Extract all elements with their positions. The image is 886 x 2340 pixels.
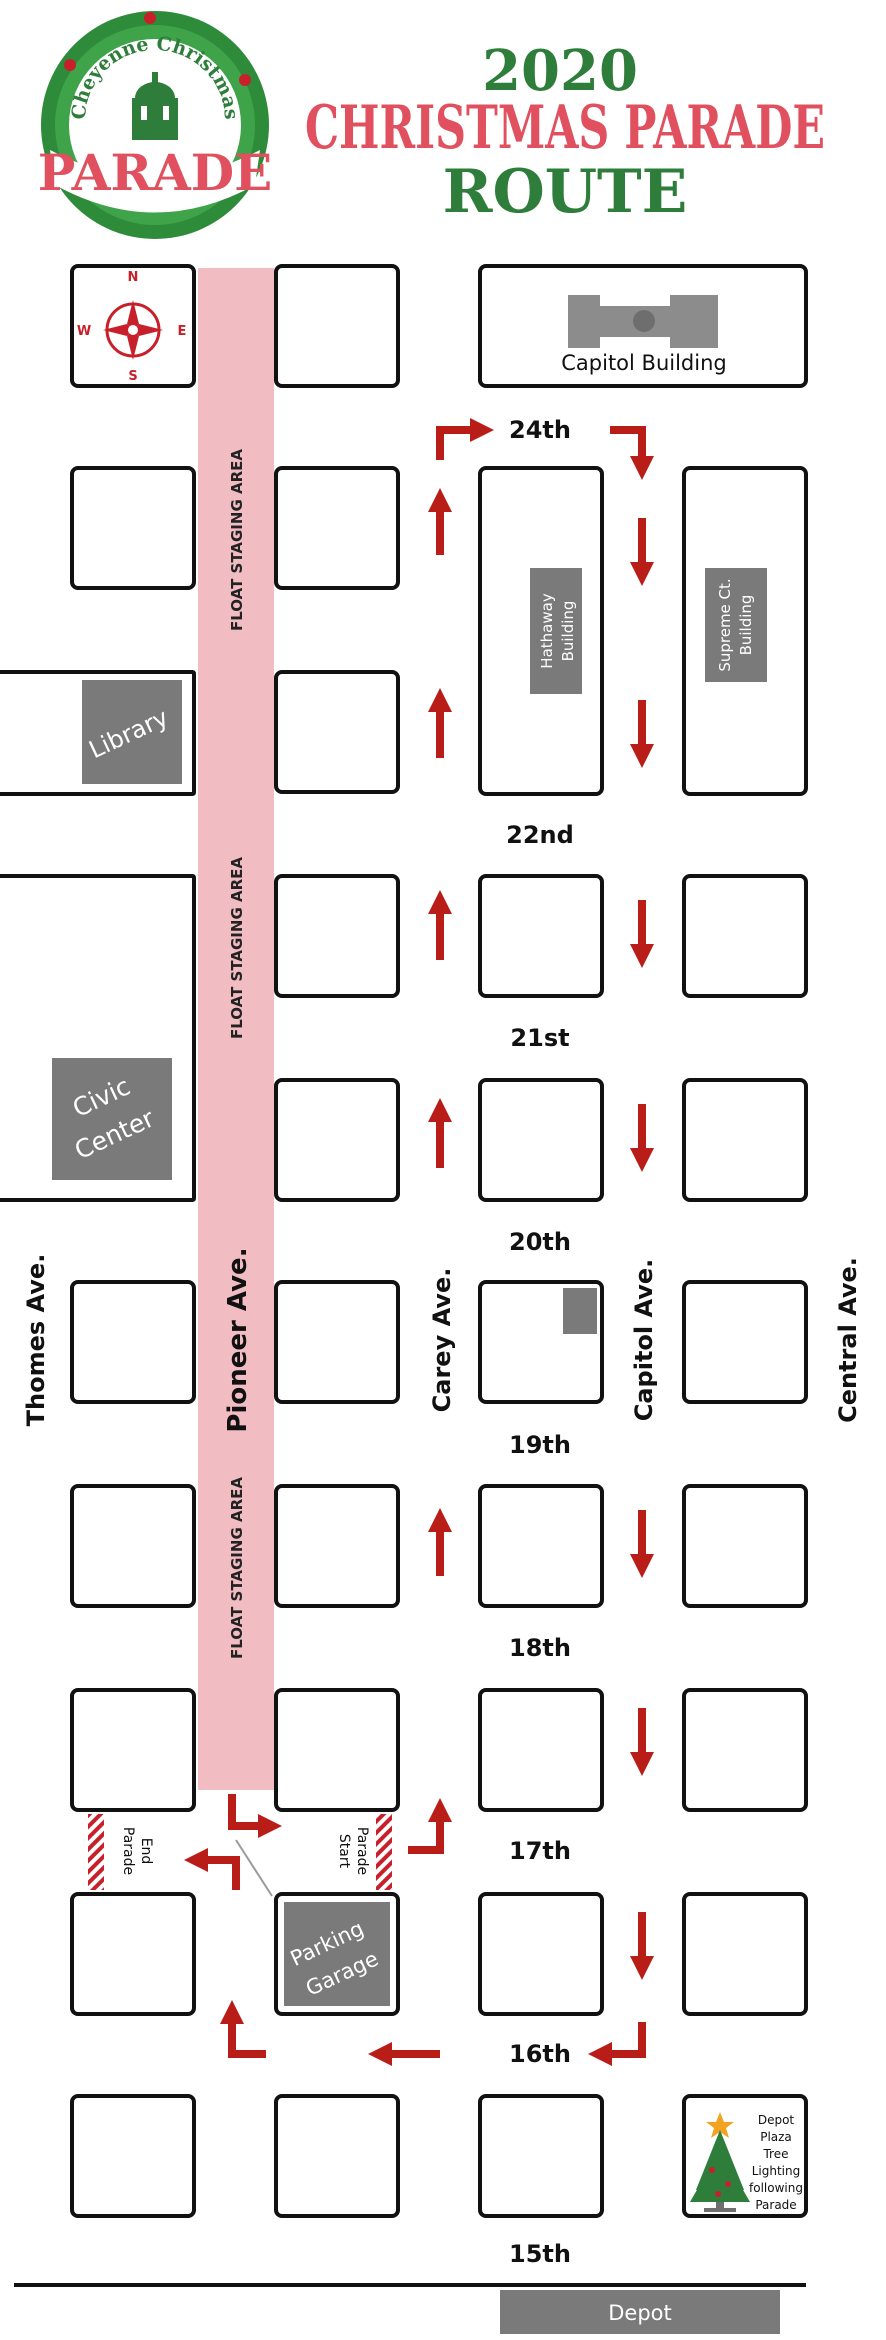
avenue-label-carey: Carey Ave. [428, 1268, 456, 1413]
staging-label: FLOAT STAGING AREA [228, 857, 246, 1039]
street-label-24th: 24th [509, 416, 571, 444]
city-block [478, 2094, 604, 2218]
capitol-building-label: Capitol Building [561, 351, 726, 375]
avenue-label-capitol: Capitol Ave. [630, 1259, 658, 1422]
street-label-15th: 15th [509, 2240, 571, 2268]
city-block [274, 1484, 400, 1608]
title-line2: ROUTE [443, 157, 688, 227]
christmas-tree-icon [690, 2112, 750, 2212]
svg-text:N: N [128, 270, 139, 285]
svg-text:Tree: Tree [762, 2147, 788, 2161]
route-arrow [588, 2022, 646, 2066]
hathaway-label: Hathaway [538, 593, 556, 669]
parade-logo: Cheyenne Christmas PARADE [38, 11, 273, 239]
civic-center-building [52, 1058, 172, 1180]
parade-start-zone [376, 1814, 392, 1890]
street-label-20th: 20th [509, 1228, 571, 1256]
depot-label: Depot [608, 2301, 672, 2325]
parade-end-label: End [138, 1838, 154, 1865]
avenue-label-central: Central Ave. [834, 1257, 862, 1423]
city-block [274, 874, 400, 998]
parade-start-label: Start [336, 1834, 352, 1869]
supreme-ct-label: Supreme Ct. [716, 578, 734, 671]
route-arrow [610, 426, 654, 480]
city-block [274, 264, 400, 388]
logo-banner [50, 150, 260, 213]
city-block [478, 1892, 604, 2016]
city-block [274, 670, 400, 794]
holly-berry-icon [239, 74, 251, 86]
parade-end-zone [88, 1814, 104, 1890]
parade-route [184, 418, 654, 2066]
svg-text:E: E [178, 324, 187, 339]
small-building [563, 1288, 597, 1334]
street-label-18th: 18th [509, 1634, 571, 1662]
svg-text:Lighting: Lighting [752, 2164, 801, 2178]
city-block [682, 1484, 808, 1608]
depot-plaza-note: Depot Plaza Tree Lighting following Para… [749, 2113, 803, 2212]
city-block [478, 1688, 604, 1812]
avenue-label-pioneer: Pioneer Ave. [223, 1247, 253, 1432]
route-arrow [184, 1848, 240, 1890]
parking-garage [284, 1902, 390, 2006]
title-line1: CHRISTMAS PARADE [305, 93, 825, 163]
route-arrow [408, 1798, 452, 1854]
staging-label: FLOAT STAGING AREA [228, 1477, 246, 1659]
city-block [274, 1078, 400, 1202]
capitol-building-icon [568, 295, 718, 348]
city-block [70, 1892, 196, 2016]
library-building [82, 680, 182, 784]
float-staging-area [198, 268, 274, 1790]
hathaway-building [530, 568, 582, 694]
parade-end-label: Parade [120, 1827, 136, 1875]
supreme-ct-label: Building [737, 595, 755, 656]
city-block [70, 1484, 196, 1608]
street-label-19th: 19th [509, 1431, 571, 1459]
svg-text:W: W [77, 324, 91, 339]
capitol-dome-icon [132, 72, 178, 140]
street-label-21st: 21st [510, 1024, 569, 1052]
city-block [682, 1892, 808, 2016]
depot-building [500, 2290, 780, 2334]
city-block [682, 1280, 808, 1404]
compass-rose-icon: N S W E [77, 270, 187, 384]
city-block [70, 1280, 196, 1404]
city-block [70, 2094, 196, 2218]
city-block [478, 1484, 604, 1608]
city-block [274, 1280, 400, 1404]
city-block [682, 874, 808, 998]
city-block [682, 1078, 808, 1202]
staging-label: FLOAT STAGING AREA [228, 449, 246, 631]
city-blocks [0, 264, 808, 2218]
street-label-22nd: 22nd [506, 821, 574, 849]
crosswalk-line [235, 1839, 273, 1897]
holly-berry-icon [144, 12, 156, 24]
street-label-16th: 16th [509, 2040, 571, 2068]
city-block [274, 1688, 400, 1812]
supreme-ct-building [705, 568, 767, 682]
route-arrow [228, 1794, 282, 1838]
city-block [274, 2094, 400, 2218]
logo-banner-text: PARADE [38, 143, 273, 202]
title-year: 2020 [482, 38, 638, 104]
route-arrow [436, 418, 494, 460]
city-block [274, 466, 400, 590]
city-block [70, 1688, 196, 1812]
street-label-17th: 17th [509, 1837, 571, 1865]
hathaway-label: Building [559, 601, 577, 662]
city-block [682, 1688, 808, 1812]
avenue-label-thomes: Thomes Ave. [22, 1254, 50, 1427]
svg-text:following: following [749, 2181, 803, 2195]
city-block [70, 466, 196, 590]
svg-text:S: S [128, 369, 137, 384]
parade-start-label: Parade [354, 1827, 370, 1875]
svg-text:Depot: Depot [758, 2113, 795, 2127]
city-block [478, 874, 604, 998]
route-arrow [220, 2000, 266, 2058]
city-block [478, 1078, 604, 1202]
svg-text:Parade: Parade [755, 2198, 796, 2212]
holly-berry-icon [64, 59, 76, 71]
svg-text:Plaza: Plaza [760, 2130, 792, 2144]
